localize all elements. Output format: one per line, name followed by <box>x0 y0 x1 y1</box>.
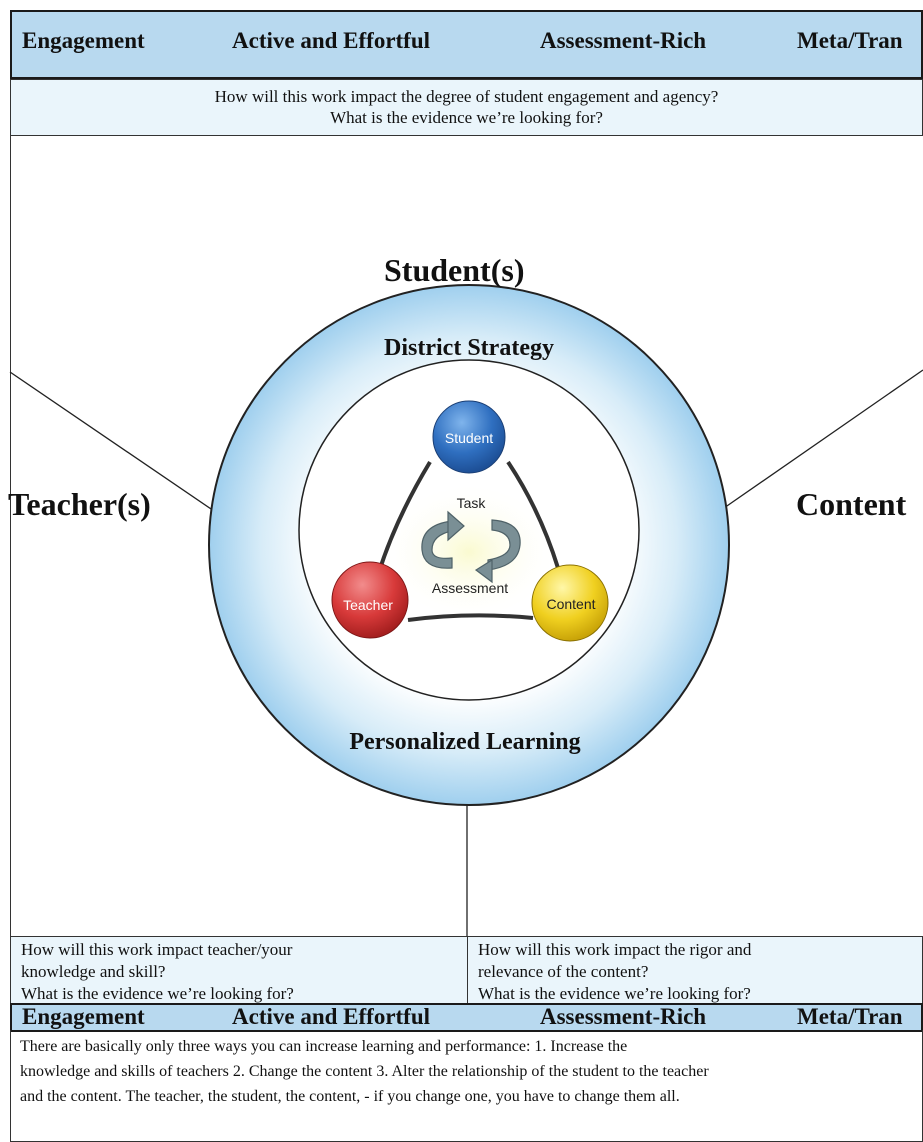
cycle-arrow-right-icon <box>474 519 521 584</box>
cycle-arrow-left-icon <box>421 510 465 569</box>
top-header-band: Engagement Active and Effortful Assessme… <box>10 10 923 79</box>
district-strategy-label: District Strategy <box>384 335 554 361</box>
edge-teacher-content <box>407 613 534 622</box>
student-question-line-1: How will this work impact the degree of … <box>214 87 719 106</box>
band-label-meta-transfer: Meta/Tran <box>797 28 903 53</box>
connector-left <box>9 371 215 512</box>
quote-line-1: There are basically only three ways you … <box>20 1038 628 1055</box>
bottom-header-band: Engagement Active and Effortful Assessme… <box>10 1003 923 1032</box>
content-heading: Content <box>796 486 907 522</box>
personalized-learning-label: Personalized Learning <box>349 729 580 755</box>
edge-student-content <box>506 460 560 569</box>
teacher-node-label: Teacher <box>343 597 393 613</box>
task-label: Task <box>457 495 487 511</box>
bottom-band-label-engagement: Engagement <box>22 1004 145 1029</box>
content-question-line-3: What is the evidence we’re looking for? <box>478 984 751 1003</box>
connector-right <box>723 369 923 509</box>
teacher-heading: Teacher(s) <box>8 486 151 522</box>
student-question-line-2: What is the evidence we’re looking for? <box>330 108 603 127</box>
quote-line-3: and the content. The teacher, the studen… <box>20 1088 680 1105</box>
content-node-label: Content <box>546 596 595 612</box>
student-heading: Student(s) <box>384 252 525 288</box>
bottom-band-label-assessment-rich: Assessment-Rich <box>540 1004 707 1029</box>
bottom-band-label-active-effortful: Active and Effortful <box>232 1004 431 1029</box>
quote-box: There are basically only three ways you … <box>10 1030 923 1142</box>
band-label-assessment-rich: Assessment-Rich <box>540 28 707 53</box>
assessment-label: Assessment <box>432 580 508 596</box>
diagram-frame <box>10 136 923 936</box>
student-node-label: Student <box>445 430 493 446</box>
bottom-band-label-meta-transfer: Meta/Tran <box>797 1004 903 1029</box>
band-label-engagement: Engagement <box>22 28 145 53</box>
content-question-box: How will this work impact the rigor and … <box>467 936 923 1004</box>
teacher-question-line-3: What is the evidence we’re looking for? <box>21 984 294 1003</box>
teacher-question-box: How will this work impact teacher/your k… <box>10 936 468 1004</box>
content-question-line-1: How will this work impact the rigor and <box>478 940 752 959</box>
edge-student-teacher <box>376 460 432 576</box>
content-question-line-2: relevance of the content? <box>478 962 649 981</box>
task-glow <box>379 475 559 615</box>
triad-diagram: Student Teacher Content Task Assessment … <box>9 284 923 936</box>
teacher-node <box>331 561 409 639</box>
teacher-question-line-1: How will this work impact teacher/your <box>21 940 293 959</box>
student-question-box: How will this work impact the degree of … <box>10 79 923 136</box>
band-label-active-effortful: Active and Effortful <box>232 28 431 53</box>
content-node <box>531 564 609 642</box>
student-node <box>432 400 506 474</box>
teacher-question-line-2: knowledge and skill? <box>21 962 166 981</box>
quote-line-2: knowledge and skills of teachers 2. Chan… <box>20 1063 709 1080</box>
